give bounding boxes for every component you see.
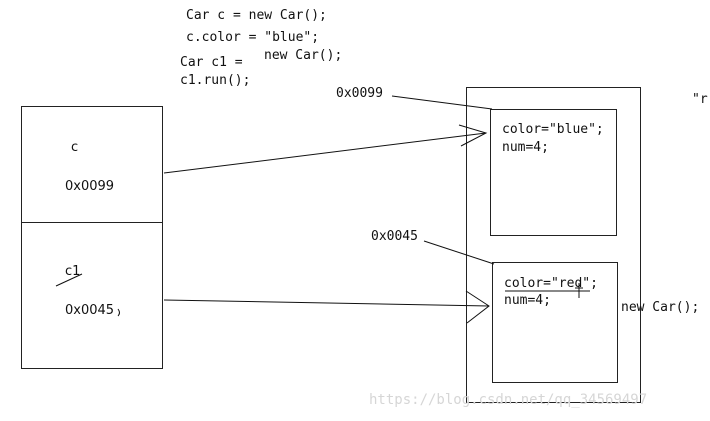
stack-frame-c1 [21,222,163,369]
red-object-color-field: color="red"; [504,276,598,291]
blue-object-num-field: num=4; [502,140,549,155]
stack-addr-c1: 0x0045 [65,303,115,318]
heap-addr-label-2: 0x0045 [371,229,418,244]
edge-fragment-text: "r [692,92,708,107]
code-line-4: c1.run(); [180,73,251,88]
stack-addr-c: 0x0099 [65,179,115,194]
stack-var-c1: c1 [65,264,81,279]
code-line-2: c.color = "blue"; [186,30,320,45]
stack-frame-c [21,106,163,223]
heap-object-red [492,262,618,383]
code-line-1: Car c = new Car(); [186,8,327,23]
arrow-c-to-blue-object [163,132,487,174]
heap-object-blue [490,109,617,236]
stack-var-c: c [71,140,79,155]
watermark: https://blog.csdn.net/qq_34569497 [369,392,648,408]
new-car-annotation: new Car(); [621,300,700,315]
arrow-c1-to-red-object [163,299,490,307]
heap-addr-label-1: 0x0099 [336,86,383,101]
code-line-3b: new Car(); [264,48,343,63]
blue-object-color-field: color="blue"; [502,122,604,137]
red-object-num-field: num=4; [504,293,551,308]
code-line-3a: Car c1 = [180,55,243,70]
